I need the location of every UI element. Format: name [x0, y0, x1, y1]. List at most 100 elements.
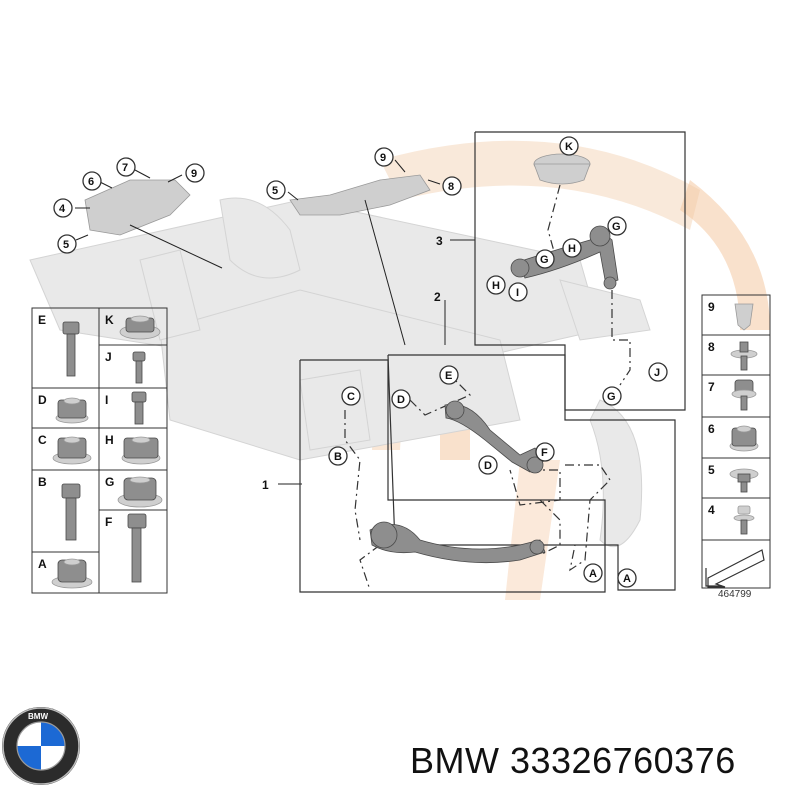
callout-D2: D — [478, 455, 498, 475]
svg-text:G: G — [612, 221, 621, 233]
grid-label-E: E — [38, 313, 46, 327]
chassis-brackets — [84, 174, 431, 236]
long-bolt-icon-B — [61, 483, 81, 541]
grid-label-6: 6 — [708, 422, 715, 436]
svg-text:5: 5 — [63, 239, 69, 251]
rivet-icon-8 — [730, 341, 758, 371]
callout-5: 5 — [57, 234, 77, 254]
grid-label-7: 7 — [708, 380, 715, 394]
grid-label-I: I — [105, 393, 108, 407]
upper-control-arm — [510, 153, 619, 290]
callout-B: B — [328, 446, 348, 466]
callout-A: A — [583, 563, 603, 583]
group-label-2: 2 — [434, 290, 441, 304]
group-label-3: 3 — [436, 234, 443, 248]
clip-icon-9 — [734, 303, 754, 331]
callout-F: F — [535, 442, 555, 462]
svg-text:A: A — [589, 568, 597, 580]
small-bolt-icon-J — [132, 351, 146, 384]
svg-text:D: D — [397, 394, 405, 406]
grid-label-J: J — [105, 350, 112, 364]
svg-text:H: H — [568, 243, 576, 255]
svg-text:K: K — [565, 141, 573, 153]
grid-label-A: A — [38, 557, 47, 571]
screw-icon-7 — [731, 379, 757, 411]
callout-E: E — [439, 365, 459, 385]
flange-nut-icon-G — [117, 476, 163, 508]
callout-G: G — [607, 216, 627, 236]
lower-rear-arm — [369, 521, 546, 564]
callout-J: J — [648, 362, 668, 382]
svg-text:A: A — [623, 573, 631, 585]
svg-text:9: 9 — [380, 152, 386, 164]
svg-text:D: D — [484, 460, 492, 472]
svg-text:C: C — [347, 391, 355, 403]
callout-G3: G — [602, 386, 622, 406]
flange-nut-icon-C — [52, 436, 92, 465]
callout-8: 8 — [442, 176, 462, 196]
group-labels: 1 2 3 — [262, 234, 443, 492]
svg-text:F: F — [541, 447, 548, 459]
screw-icon-5 — [729, 468, 759, 493]
bmw-logo-letters: BMW — [28, 712, 48, 721]
callout-K: K — [559, 136, 579, 156]
screw-icon-4 — [733, 505, 755, 535]
nut-icon-H — [121, 436, 161, 465]
grid-label-8: 8 — [708, 340, 715, 354]
grid-label-D: D — [38, 393, 47, 407]
left-fastener-grid: E K J D I C H B G F A — [31, 307, 168, 594]
svg-text:E: E — [445, 370, 452, 382]
leader-lines — [75, 159, 475, 485]
callout-C: C — [341, 386, 361, 406]
svg-text:5: 5 — [272, 185, 278, 197]
reference-number: 464799 — [718, 589, 752, 600]
callout-5b: 5 — [266, 180, 286, 200]
callout-H2: H — [486, 275, 506, 295]
svg-text:7: 7 — [122, 162, 128, 174]
svg-text:8: 8 — [448, 181, 454, 193]
callout-G2: G — [535, 249, 555, 269]
exploded-dash-lines — [344, 184, 631, 591]
callout-D: D — [391, 389, 411, 409]
lower-front-arm — [444, 400, 546, 474]
grid-label-G: G — [105, 475, 114, 489]
svg-text:J: J — [654, 367, 660, 379]
bmw-logo-icon: BMW — [2, 707, 80, 785]
svg-text:G: G — [540, 254, 549, 266]
callout-I: I — [508, 282, 528, 302]
svg-text:6: 6 — [88, 176, 94, 188]
grid-label-H: H — [105, 433, 114, 447]
upper-arm-callouts: K G H G H I J G — [486, 136, 668, 406]
group-label-1: 1 — [262, 478, 269, 492]
svg-text:9: 9 — [191, 168, 197, 180]
nut-icon-6 — [729, 425, 759, 452]
callout-4: 4 — [53, 198, 73, 218]
svg-text:4: 4 — [59, 203, 66, 215]
bolt-icon-F — [127, 513, 147, 583]
assembly-frames — [299, 131, 686, 593]
right-fastener-grid: 9 8 7 6 5 4 — [701, 294, 771, 600]
bolt-icon-I — [131, 391, 147, 425]
grid-label-C: C — [38, 433, 47, 447]
direction-arrow-icon — [705, 549, 765, 588]
svg-text:G: G — [607, 391, 616, 403]
bolt-icon-E — [62, 321, 80, 377]
grid-label-F: F — [105, 515, 112, 529]
callout-H: H — [562, 238, 582, 258]
lower-arm-callouts: C B E D D F A A — [328, 365, 637, 588]
flange-nut-icon-A — [51, 558, 93, 589]
chassis-callouts: 4 5 6 7 9 5 9 8 — [53, 147, 462, 254]
callout-7: 7 — [116, 157, 136, 177]
grid-label-B: B — [38, 475, 47, 489]
grid-label-5: 5 — [708, 463, 715, 477]
grid-label-9: 9 — [708, 300, 715, 314]
callout-6: 6 — [82, 171, 102, 191]
subframe-illustration — [29, 197, 651, 548]
brand-part-number: BMW 33326760376 — [410, 740, 736, 781]
callout-9b: 9 — [374, 147, 394, 167]
flange-nut-icon-K — [119, 315, 161, 340]
svg-text:I: I — [516, 287, 519, 299]
svg-text:B: B — [334, 451, 342, 463]
callout-A2: A — [617, 568, 637, 588]
